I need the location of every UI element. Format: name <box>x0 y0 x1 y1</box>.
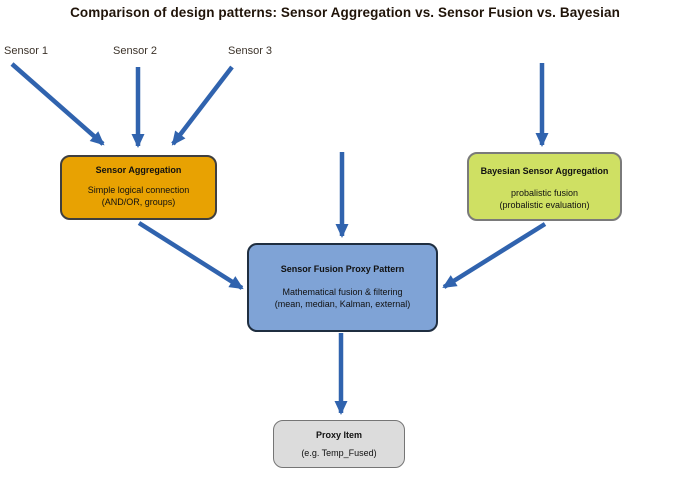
arrow-aggregation-to-fusion <box>137 221 244 290</box>
node-fusion-body: Mathematical fusion & filtering (mean, m… <box>275 287 411 310</box>
sensor-3-label: Sensor 3 <box>228 45 273 57</box>
node-sensor-aggregation-body: Simple logical connection (AND/OR, group… <box>88 185 190 208</box>
node-fusion-title: Sensor Fusion Proxy Pattern <box>280 264 405 274</box>
node-bayesian-body: probalistic fusion (probalistic evaluati… <box>499 188 589 211</box>
node-proxy-item-title: Proxy Item <box>315 430 363 440</box>
node-proxy-item-body: (e.g. Temp_Fused) <box>301 448 376 460</box>
node-fusion-line2: (mean, median, Kalman, external) <box>274 298 411 309</box>
diagram-title: Comparison of design patterns: Sensor Ag… <box>70 5 620 20</box>
sensor-1-label: Sensor 1 <box>4 45 49 57</box>
node-bayesian-sensor-aggregation: Bayesian Sensor Aggregation probalistic … <box>467 152 622 221</box>
node-bayesian-line2: (probalistic evaluation) <box>499 199 590 210</box>
node-bayesian-title: Bayesian Sensor Aggregation <box>480 166 609 176</box>
node-sensor-aggregation: Sensor Aggregation Simple logical connec… <box>60 155 217 220</box>
arrow-bayesian-to-fusion <box>442 222 547 289</box>
node-bayesian-line1: probalistic fusion <box>510 188 579 198</box>
node-proxy-item: Proxy Item (e.g. Temp_Fused) <box>273 420 405 468</box>
node-fusion-line1: Mathematical fusion & filtering <box>282 287 403 297</box>
arrow-sensor3-to-aggregation <box>171 65 234 146</box>
node-proxy-item-line1: (e.g. Temp_Fused) <box>301 448 377 458</box>
node-sensor-aggregation-line2: (AND/OR, groups) <box>101 196 176 207</box>
sensor-2-label: Sensor 2 <box>113 45 158 57</box>
node-sensor-fusion-proxy: Sensor Fusion Proxy Pattern Mathematical… <box>247 243 438 332</box>
node-sensor-aggregation-title: Sensor Aggregation <box>95 165 182 175</box>
arrow-sensor1-to-aggregation <box>10 62 105 146</box>
node-sensor-aggregation-line1: Simple logical connection <box>87 185 190 195</box>
